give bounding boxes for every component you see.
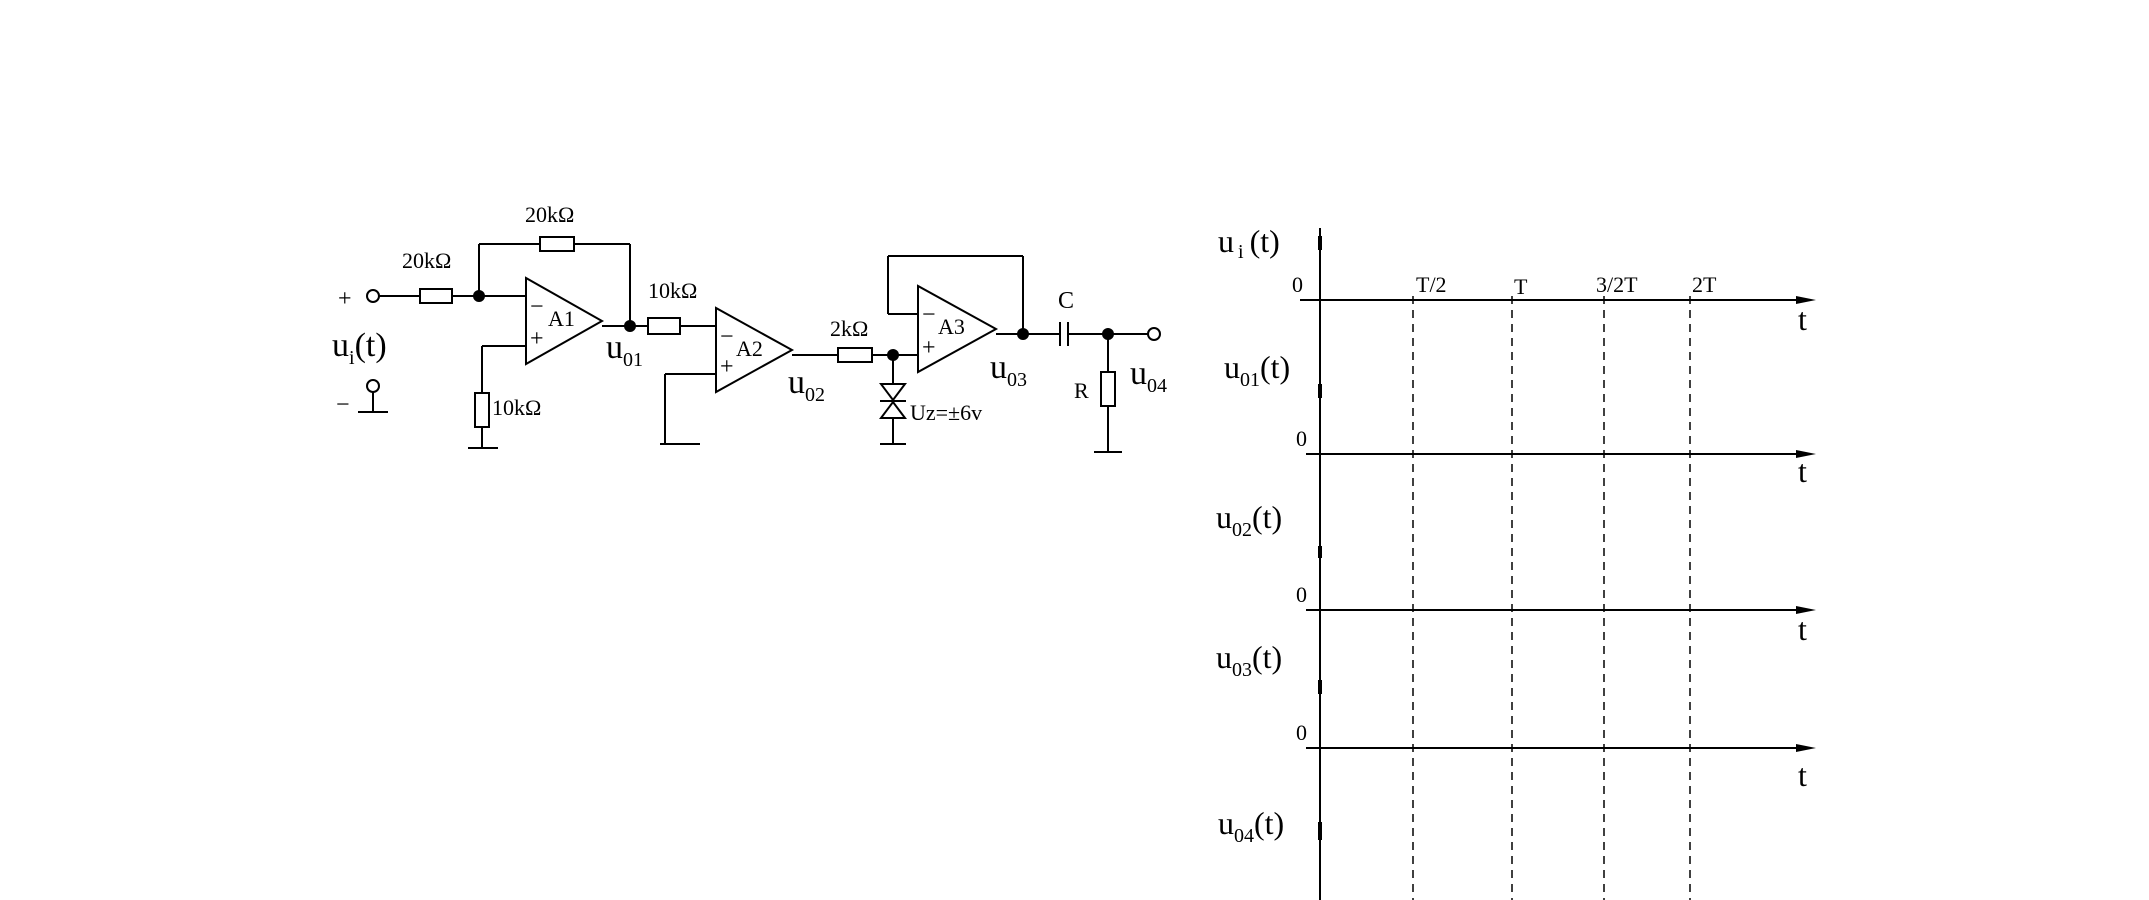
ground-resistor [474, 392, 490, 428]
opamp-a1-minus: − [530, 294, 544, 320]
tick-label-t-half: T/2 [1416, 272, 1447, 297]
input-plus-sign: + [338, 286, 352, 312]
a2-input-resistor-label: 10kΩ [648, 278, 697, 303]
a2-input-resistor [647, 317, 681, 335]
signal-label-u01: u01(t) [1224, 349, 1290, 391]
u02-label: u02 [788, 364, 825, 406]
output-resistor-label: R [1074, 378, 1089, 403]
output-resistor [1100, 371, 1116, 407]
u04-label: u04 [1130, 355, 1167, 397]
circuit-diagram: + ui(t) − 20kΩ 20kΩ − + A1 10kΩ u0 [332, 202, 1167, 453]
tick-label-t: T [1514, 274, 1528, 299]
u01-label: u01 [606, 329, 643, 371]
feedback-resistor [539, 236, 575, 252]
input-terminal-minus [366, 379, 380, 393]
opamp-a2 [715, 306, 795, 394]
output-terminal [1147, 327, 1161, 341]
feedback-resistor-label: 20kΩ [525, 202, 574, 227]
input-resistor [419, 288, 453, 304]
tick-label-2t: 2T [1692, 272, 1717, 297]
opamp-a1-plus: + [530, 326, 544, 352]
opamp-a1 [525, 276, 605, 366]
zero-label-4: 0 [1296, 720, 1307, 745]
opamp-a3-label: A3 [938, 314, 965, 339]
time-axis-label-3: t [1798, 611, 1807, 647]
a3-input-resistor-label: 2kΩ [830, 316, 868, 341]
input-terminal-plus [366, 289, 380, 303]
opamp-a2-minus: − [720, 324, 734, 350]
input-minus-sign: − [336, 392, 350, 418]
opamp-a3 [917, 284, 999, 374]
time-axis-label-4: t [1798, 757, 1807, 793]
tick-label-3-2t: 3/2T [1596, 272, 1638, 297]
input-voltage-label: ui(t) [332, 327, 387, 369]
opamp-a3-minus: − [922, 302, 936, 328]
input-resistor-label: 20kΩ [402, 248, 451, 273]
u03-label: u03 [990, 349, 1027, 391]
zero-label-3: 0 [1296, 582, 1307, 607]
signal-label-u04: u04(t) [1218, 805, 1284, 847]
zener-label: Uz=±6v [910, 400, 982, 425]
zero-label-2: 0 [1296, 426, 1307, 451]
opamp-a2-plus: + [720, 354, 734, 380]
capacitor-label: C [1058, 288, 1074, 314]
ground-resistor-label: 10kΩ [492, 395, 541, 420]
opamp-a1-label: A1 [548, 306, 575, 331]
opamp-a2-label: A2 [736, 336, 763, 361]
time-axis-label-1: t [1798, 301, 1807, 337]
signal-label-u03: u03(t) [1216, 639, 1282, 681]
signal-label-u02: u02(t) [1216, 499, 1282, 541]
zero-label-1: 0 [1292, 272, 1303, 297]
time-axis-label-2: t [1798, 453, 1807, 489]
opamp-a3-plus: + [922, 335, 936, 361]
a3-input-resistor [837, 347, 873, 363]
zener-diode [879, 383, 907, 402]
